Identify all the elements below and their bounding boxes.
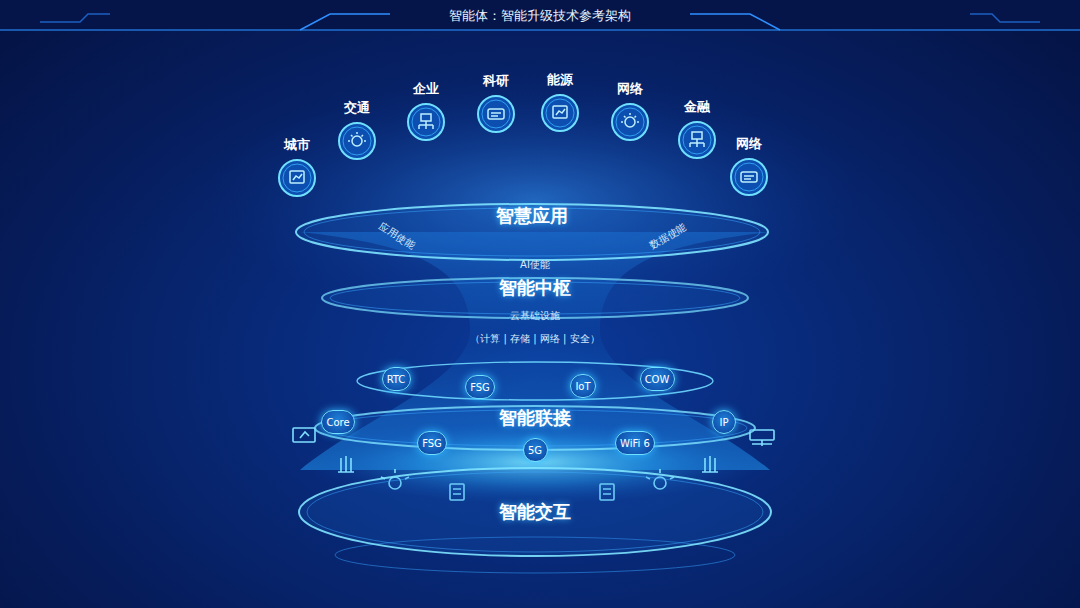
glyph-part xyxy=(556,109,565,115)
circle-outline xyxy=(612,104,648,140)
circle-outline xyxy=(679,122,715,158)
tech-node: WiFi 6 xyxy=(615,431,655,455)
layer-band: 智慧应用 xyxy=(294,202,770,262)
circle-outline xyxy=(279,160,315,196)
scenario-label: 科研 xyxy=(464,72,528,90)
tech-node: Core xyxy=(321,410,355,434)
circle-outline xyxy=(339,123,375,159)
circle-outline xyxy=(731,159,767,195)
scenario-label: 网络 xyxy=(598,80,662,98)
icon-glyph xyxy=(690,132,704,147)
glyph-part xyxy=(690,139,704,147)
icon-glyph xyxy=(553,106,567,118)
orbit-ring xyxy=(357,362,713,400)
icon-glyph xyxy=(488,109,504,119)
scenario-circle xyxy=(677,120,717,160)
glyph-part xyxy=(488,109,504,119)
layer-title: 智慧应用 xyxy=(294,204,770,228)
annotation-label: AI使能 xyxy=(520,258,550,272)
scenario-circle xyxy=(277,158,317,198)
glyph-part xyxy=(625,117,635,127)
funnel-body xyxy=(300,232,770,470)
tech-node: FSG xyxy=(417,431,447,455)
scenario-circle xyxy=(729,157,769,197)
annotation-label: 云基础设施 xyxy=(510,309,560,323)
circle-inner xyxy=(546,99,574,127)
scenario-circle xyxy=(406,102,446,142)
glyph-part xyxy=(352,136,362,146)
scenario-node: 城市 xyxy=(265,136,329,198)
glyph-part xyxy=(290,171,304,183)
layer-title: 智能联接 xyxy=(313,406,757,430)
circle-outline xyxy=(408,104,444,140)
tech-node: RTC xyxy=(382,367,411,391)
circle-outline xyxy=(542,95,578,131)
scenario-node: 能源 xyxy=(528,71,592,133)
icon-glyph xyxy=(419,114,433,129)
icon-glyph xyxy=(741,172,757,182)
tech-label: RTC xyxy=(387,374,406,385)
icon-glyph xyxy=(621,113,639,127)
glyph-part xyxy=(553,106,567,118)
title-rule xyxy=(0,29,1080,31)
glyph-part xyxy=(419,121,433,129)
circle-inner xyxy=(735,163,763,191)
tech-label: 5G xyxy=(528,445,542,456)
tech-node: FSG xyxy=(465,375,495,399)
scenario-label: 网络 xyxy=(717,135,781,153)
diagram-title: 智能体：智能升级技术参考架构 xyxy=(0,7,1080,25)
scenario-circle xyxy=(337,121,377,161)
glyph-part xyxy=(491,113,501,116)
scenario-label: 能源 xyxy=(528,71,592,89)
circle-inner xyxy=(283,164,311,192)
glyph-part xyxy=(744,176,754,179)
tech-label: FSG xyxy=(470,382,490,393)
scenario-node: 科研 xyxy=(464,72,528,134)
scenario-label: 交通 xyxy=(325,99,389,117)
tech-label: COW xyxy=(645,374,670,385)
circle-outline xyxy=(478,96,514,132)
scenario-node: 网络 xyxy=(717,135,781,197)
scenario-label: 企业 xyxy=(394,80,458,98)
scenario-node: 交通 xyxy=(325,99,389,161)
glyph-part xyxy=(348,132,366,141)
tech-node: IoT xyxy=(570,374,596,398)
layer-title: 智能交互 xyxy=(297,500,773,524)
icon-glyph xyxy=(348,132,366,146)
layer-band: 智能交互 xyxy=(297,466,773,558)
tech-node: COW xyxy=(640,367,675,391)
scenario-node: 网络 xyxy=(598,80,662,142)
tech-label: IoT xyxy=(575,381,590,392)
circle-inner xyxy=(482,100,510,128)
scenario-circle xyxy=(610,102,650,142)
layer-title: 智能中枢 xyxy=(320,276,750,300)
glyph-part xyxy=(621,113,639,122)
scenario-label: 城市 xyxy=(265,136,329,154)
glyph-part xyxy=(293,174,302,180)
glyph-part xyxy=(421,114,431,121)
tech-node: IP xyxy=(712,410,736,434)
tech-label: Core xyxy=(326,417,349,428)
circle-inner xyxy=(616,108,644,136)
glyph-part xyxy=(741,172,757,182)
scenario-circle xyxy=(540,93,580,133)
circle-inner xyxy=(412,108,440,136)
icon-glyph xyxy=(290,171,304,183)
tech-label: FSG xyxy=(422,438,442,449)
scenario-node: 金融 xyxy=(665,98,729,160)
top-glow xyxy=(205,80,865,320)
circle-inner xyxy=(343,127,371,155)
scenario-label: 金融 xyxy=(665,98,729,116)
tech-node: 5G xyxy=(523,438,548,462)
title-bar xyxy=(0,0,1080,30)
circle-inner xyxy=(683,126,711,154)
glyph-part xyxy=(692,132,702,139)
annotation-label: （计算 | 存储 | 网络 | 安全） xyxy=(470,332,599,346)
scenario-circle xyxy=(476,94,516,134)
tech-label: IP xyxy=(720,417,729,428)
tech-label: WiFi 6 xyxy=(620,438,650,449)
scenario-node: 企业 xyxy=(394,80,458,142)
